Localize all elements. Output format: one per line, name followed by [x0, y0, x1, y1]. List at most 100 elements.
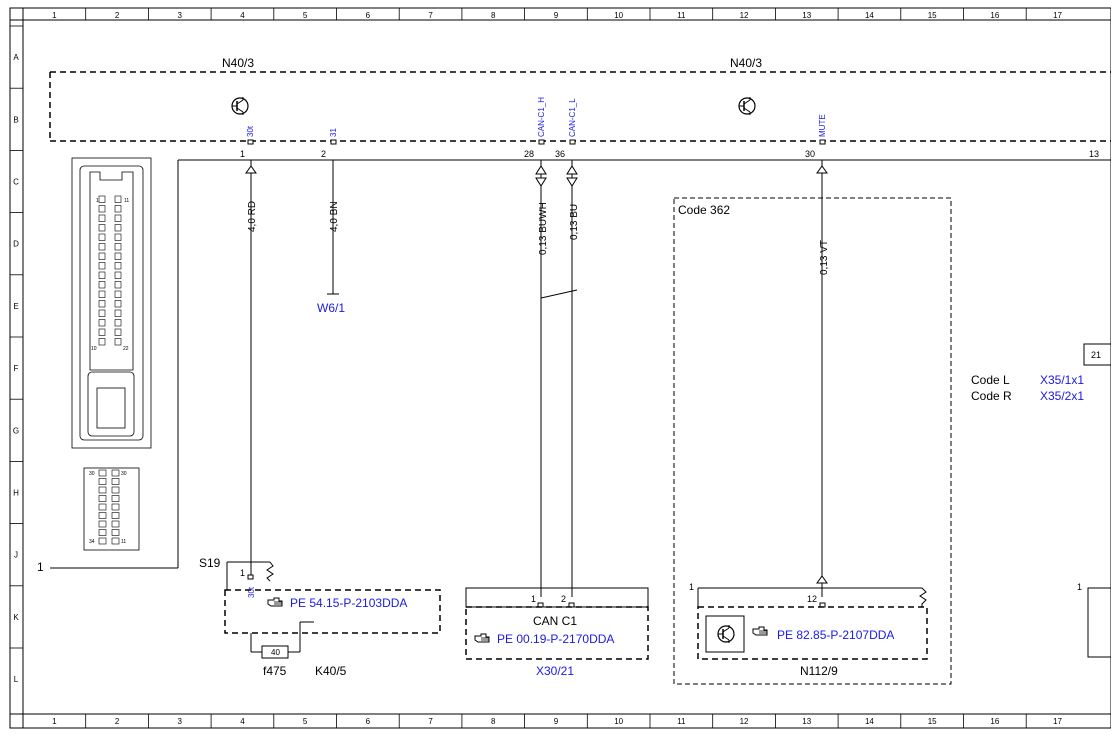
connector-cell	[114, 319, 122, 327]
ref-pe-00-19[interactable]: PE 00.19-P-2170DDA	[497, 632, 614, 646]
grid-col-14: 14	[865, 717, 874, 726]
pin-number-13: 13	[1089, 149, 1099, 159]
grid-col-12: 12	[740, 11, 749, 20]
grid-col-17: 17	[1053, 717, 1062, 726]
x35-2x1-link[interactable]: X35/2x1	[1040, 389, 1084, 403]
connector-pin-1: 1	[96, 198, 99, 204]
n112-9-block	[697, 587, 928, 660]
connector-cell	[111, 520, 120, 528]
connector-cell	[98, 512, 107, 519]
grid-col-11: 11	[677, 11, 686, 20]
n112-pin-12: 12	[807, 594, 817, 604]
connector-cell	[111, 495, 120, 502]
code-l-label: Code L	[971, 373, 1010, 387]
connector-cell	[98, 503, 107, 511]
connector-cell	[114, 290, 122, 298]
connector-cell	[98, 469, 107, 477]
connector-cell	[98, 520, 107, 528]
connector-cell	[98, 262, 106, 270]
grid-row-A: A	[13, 53, 19, 62]
connector-cell	[111, 469, 120, 477]
grid-col-10: 10	[614, 11, 623, 20]
k40-5-enclosure	[224, 589, 441, 634]
drawing-frame	[9, 7, 1111, 729]
grid-col-9: 9	[554, 11, 559, 20]
grid-col-3: 3	[178, 717, 183, 726]
x35-1x1-link[interactable]: X35/1x1	[1040, 373, 1084, 387]
wire-label-buwh: 0,13 BUWH	[538, 202, 549, 255]
grid-col-13: 13	[802, 717, 811, 726]
grid-col-13: 13	[802, 11, 811, 20]
grid-row-H: H	[13, 489, 19, 498]
connector-cell	[114, 300, 122, 308]
pin-number-2: 2	[321, 149, 326, 159]
connector-pin-22: 22	[123, 346, 129, 352]
pin-number-30: 30	[805, 149, 815, 159]
f475-label: f475	[263, 664, 287, 678]
connector-cell	[114, 309, 122, 317]
pin-label-can-h: CAN-C1_H	[537, 97, 546, 137]
pointing-hand-icon	[752, 626, 768, 636]
ref-pe-54-15[interactable]: PE 54.15-P-2103DDA	[290, 596, 407, 610]
can-pin-2: 2	[561, 594, 566, 604]
fuse-value: 40	[271, 648, 280, 657]
connector-cell	[114, 205, 122, 213]
grid-col-17: 17	[1053, 11, 1062, 20]
pointing-hand-icon	[474, 633, 490, 643]
connector-cell	[114, 281, 122, 289]
connector-cell	[114, 224, 122, 232]
x30-21-link[interactable]: X30/21	[536, 664, 574, 678]
connector-cell	[114, 262, 122, 270]
connector-cell	[111, 478, 120, 485]
grid-row-G: G	[13, 426, 19, 435]
grid-col-16: 16	[990, 717, 999, 726]
connector-cell	[114, 328, 122, 336]
can-wires	[535, 160, 578, 597]
pin-number-28: 28	[524, 149, 534, 159]
pin-label-30t: 30t	[246, 125, 255, 137]
fuse-f475	[250, 621, 314, 659]
connector-small-pin: 30	[89, 471, 95, 477]
connector-cell	[98, 290, 106, 298]
s19-label: S19	[199, 556, 221, 570]
wire-0-13-vt	[816, 160, 828, 597]
grid-col-15: 15	[928, 11, 937, 20]
grid-col-3: 3	[178, 11, 183, 20]
connector-cell	[111, 537, 120, 545]
grid-col-14: 14	[865, 11, 874, 20]
wire-label-vt: 0,13 VT	[819, 240, 830, 275]
s19-switch	[226, 561, 274, 590]
w6-1-ground-link[interactable]: W6/1	[317, 301, 345, 315]
connector-cell	[98, 271, 106, 279]
grid-row-F: F	[14, 364, 19, 373]
connector-pin-11: 11	[124, 198, 129, 204]
grid-col-7: 7	[428, 11, 433, 20]
connector-small-pin: 34	[89, 539, 95, 545]
ref-pe-82-85[interactable]: PE 82.85-P-2107DDA	[777, 628, 894, 642]
right-marker-1: 1	[1077, 582, 1082, 592]
connector-cell	[114, 338, 122, 346]
can-c1-block	[465, 587, 649, 660]
can-c1-label: CAN C1	[533, 614, 577, 628]
grid-row-K: K	[13, 613, 19, 622]
right-edge-box	[1083, 343, 1111, 658]
grid-col-11: 11	[677, 717, 686, 726]
connector-cell	[98, 281, 106, 289]
transistor-icon	[717, 624, 735, 644]
can-pin-1: 1	[531, 594, 536, 604]
pin-stubs	[247, 139, 826, 145]
wire-4-0-rd	[245, 160, 257, 575]
grid-col-5: 5	[303, 11, 308, 20]
grid-row-L: L	[14, 675, 19, 684]
connector-cell	[114, 243, 122, 251]
transistor-icon	[738, 96, 756, 116]
main-bus	[50, 159, 1111, 569]
grid-row-D: D	[13, 240, 19, 249]
n112-9-label: N112/9	[800, 664, 838, 678]
n112-marker-1: 1	[689, 582, 694, 592]
connector-cell	[98, 486, 107, 494]
connector-cell	[98, 478, 107, 485]
wire-4-0-bn	[327, 160, 339, 295]
